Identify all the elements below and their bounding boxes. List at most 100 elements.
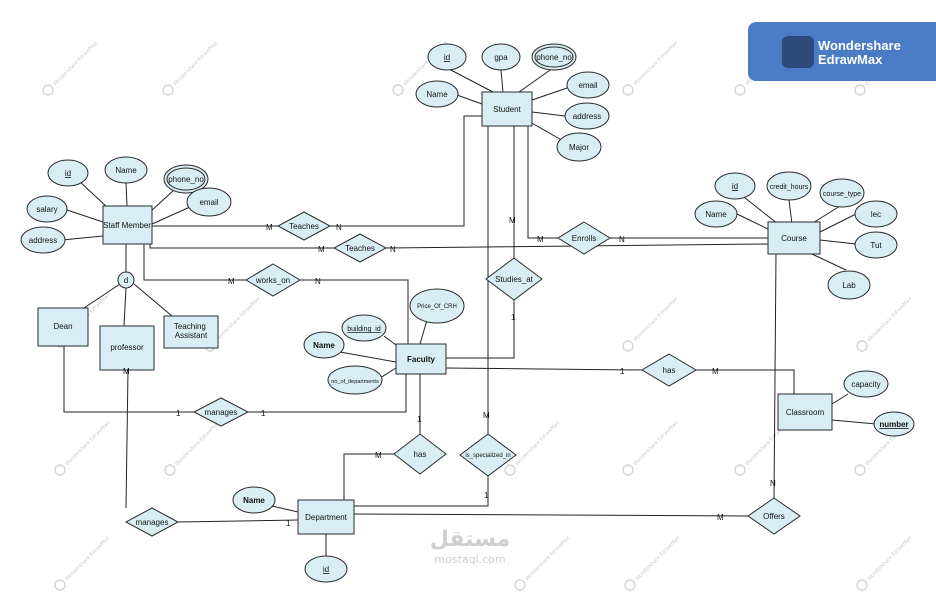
relationship-teaches-course[interactable]: Teaches xyxy=(332,233,388,263)
specialization-label: d xyxy=(124,276,128,285)
attr-student-address[interactable]: address xyxy=(564,102,610,130)
edge-student-address xyxy=(531,111,566,117)
attr-course-name[interactable]: Name xyxy=(694,200,738,228)
attr-department-id-label: id xyxy=(323,565,329,574)
entity-dean[interactable]: Dean xyxy=(37,307,89,347)
attr-course-tut[interactable]: Tut xyxy=(854,231,898,259)
edrawmax-logo-icon xyxy=(734,84,746,96)
attr-student-id[interactable]: id xyxy=(427,43,467,71)
entity-student[interactable]: Student xyxy=(481,91,533,127)
relationship-has-classroom[interactable]: has xyxy=(641,353,697,387)
edge-manages1-faculty xyxy=(248,374,407,413)
attr-course-lec[interactable]: lec xyxy=(854,200,898,228)
edge-has2-department xyxy=(343,453,394,500)
entity-course[interactable]: Course xyxy=(767,221,821,255)
specialization-circle[interactable]: d xyxy=(117,271,135,289)
edrawmax-logo-icon xyxy=(854,464,866,476)
edge-faculty-nodep xyxy=(379,367,397,379)
attr-staff-address[interactable]: address xyxy=(20,226,66,254)
relationship-has-department[interactable]: has xyxy=(393,433,447,475)
edge-staff-teaches2 xyxy=(149,244,334,249)
relationship-studies-at[interactable]: Studies_at xyxy=(485,257,543,301)
attr-faculty-name-label: Name xyxy=(313,341,335,350)
edge-professor-manages2 xyxy=(125,369,129,509)
edge-course-offers xyxy=(773,253,777,499)
attr-faculty-name[interactable]: Name xyxy=(303,331,345,359)
relationship-teaches-student[interactable]: Teaches xyxy=(276,211,332,241)
entity-professor[interactable]: professor xyxy=(99,325,155,371)
edrawmax-logo-icon xyxy=(54,579,66,591)
attr-student-email[interactable]: email xyxy=(566,71,610,99)
cardinality-label: 1 xyxy=(176,409,181,418)
attr-course-lab-label: Lab xyxy=(842,281,856,290)
watermark-tile: Wondershare EdrawMax xyxy=(622,420,679,476)
relationship-manages-faculty[interactable]: manages xyxy=(192,397,250,427)
attr-student-gpa[interactable]: gpa xyxy=(481,43,521,71)
edge-department-name xyxy=(271,505,299,513)
relationship-works-on[interactable]: works_on xyxy=(245,263,301,297)
attr-student-phone-label: phone_no xyxy=(536,53,572,62)
cardinality-label: N xyxy=(390,245,396,254)
entity-staff-member[interactable]: Staff Member xyxy=(102,205,153,245)
watermark-text: Wondershare EdrawMax xyxy=(524,535,571,582)
watermark-text: Wondershare EdrawMax xyxy=(64,535,111,582)
cardinality-label: N xyxy=(770,479,776,488)
edge-staff-name xyxy=(125,182,128,207)
entity-teaching-assistant[interactable]: Teaching Assistant xyxy=(163,315,219,349)
attr-staff-id[interactable]: id xyxy=(47,159,89,187)
attr-faculty-price-label: Price_Of_CRH xyxy=(417,304,457,310)
relationship-is-specialized-in-label: is_specialized_in xyxy=(465,453,510,459)
watermark-text: Wondershare EdrawMax xyxy=(866,296,913,343)
attr-classroom-number[interactable]: number xyxy=(873,411,915,437)
watermark-tile: Wondershare EdrawMax xyxy=(54,420,111,476)
attr-student-gpa-label: gpa xyxy=(494,53,508,62)
cardinality-label: 1 xyxy=(484,491,489,500)
attr-student-major[interactable]: Major xyxy=(556,132,602,162)
watermark-text: Wondershare EdrawMax xyxy=(174,420,221,467)
relationship-enrolls[interactable]: Enrolls xyxy=(557,221,611,255)
attr-department-id[interactable]: id xyxy=(304,555,348,583)
watermark-text: Wondershare EdrawMax xyxy=(634,535,681,582)
entity-department-label: Department xyxy=(305,513,348,522)
attr-student-name[interactable]: Name xyxy=(415,80,459,108)
relationship-offers[interactable]: Offers xyxy=(747,497,801,535)
attr-course-lab[interactable]: Lab xyxy=(827,270,871,300)
attr-student-address-label: address xyxy=(573,112,601,121)
relationship-offers-label: Offers xyxy=(763,512,785,521)
attr-classroom-capacity[interactable]: capacity xyxy=(843,370,889,398)
edge-staff-id xyxy=(77,179,109,209)
relationship-is-specialized-in[interactable]: is_specialized_in xyxy=(459,433,517,477)
entity-classroom[interactable]: Classroom xyxy=(777,393,833,431)
attr-faculty-no-of-departments[interactable]: no_of_departments xyxy=(327,365,383,395)
attr-course-credit-hours[interactable]: credit_hours xyxy=(766,171,812,201)
watermark-text: Wondershare EdrawMax xyxy=(632,40,679,87)
attr-student-phone[interactable]: phone_no xyxy=(531,43,577,71)
attr-staff-salary[interactable]: salary xyxy=(26,195,68,223)
relationship-has-department-label: has xyxy=(414,450,427,459)
relationship-has-classroom-label: has xyxy=(663,366,676,375)
attr-department-name[interactable]: Name xyxy=(232,486,276,514)
entity-professor-label: professor xyxy=(110,343,144,352)
attr-course-id[interactable]: id xyxy=(714,172,756,200)
attr-faculty-price[interactable]: Price_Of_CRH xyxy=(409,288,465,324)
attr-faculty-building-id[interactable]: building_id xyxy=(341,314,387,342)
edge-course-lec xyxy=(819,213,857,233)
cardinality-label: 1 xyxy=(261,409,266,418)
edge-student-email xyxy=(531,87,568,101)
attr-faculty-no-of-departments-label: no_of_departments xyxy=(331,379,379,385)
attr-staff-phone[interactable]: phone_no xyxy=(163,164,209,194)
relationship-studies-at-label: Studies_at xyxy=(495,275,534,284)
attr-student-name-label: Name xyxy=(426,90,448,99)
attr-staff-email[interactable]: email xyxy=(186,187,232,217)
entity-department[interactable]: Department xyxy=(297,499,355,535)
edrawmax-logo-icon xyxy=(504,464,516,476)
relationship-manages-department[interactable]: manages xyxy=(124,507,180,537)
cardinality-label: N xyxy=(336,223,342,232)
cardinality-label: M xyxy=(228,277,235,286)
relationship-teaches-course-label: Teaches xyxy=(345,244,375,253)
attr-course-type[interactable]: course_type xyxy=(819,178,865,208)
attr-staff-name[interactable]: Name xyxy=(104,156,148,184)
ta-label-line1: Teaching xyxy=(174,322,206,331)
brand-name-line2: EdrawMax xyxy=(818,52,883,67)
entity-faculty[interactable]: Faculty xyxy=(395,343,447,375)
